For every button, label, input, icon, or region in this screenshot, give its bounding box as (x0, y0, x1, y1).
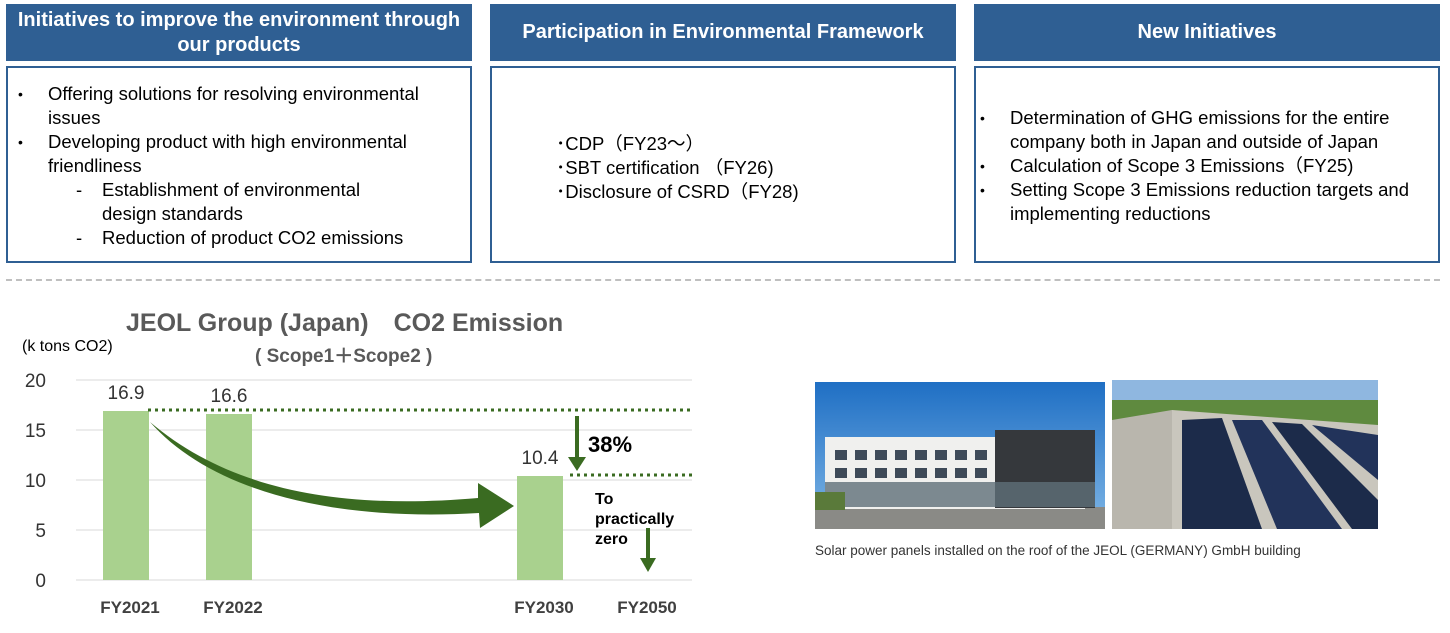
zero-arrow-head (640, 558, 656, 572)
list-item: ･CDP（FY23～） (556, 133, 705, 154)
bar (517, 476, 563, 580)
target-label: To (595, 491, 614, 508)
y-tick-label: 5 (35, 521, 46, 542)
section-divider (6, 279, 1440, 281)
y-tick-label: 0 (35, 571, 46, 592)
y-tick-label: 20 (25, 371, 46, 392)
y-tick-label: 15 (25, 421, 46, 442)
data-label: 16.6 (211, 386, 248, 407)
y-axis-label: (k tons CO2) (22, 338, 113, 355)
x-tick-label: FY2030 (514, 598, 574, 617)
reduction-percent-label: 38% (588, 432, 632, 457)
x-tick-label: FY2050 (617, 598, 677, 617)
panel-body-new-initiatives: Determination of GHG emissions for the e… (974, 66, 1440, 263)
list-item: ･Disclosure of CSRD（FY28) (556, 181, 799, 202)
data-label: 10.4 (522, 448, 559, 469)
list-item: Setting Scope 3 Emissions reduction targ… (976, 178, 1432, 226)
target-label: practically (595, 511, 674, 528)
photo-caption: Solar power panels installed on the roof… (815, 543, 1301, 558)
chart-subtitle: ( Scope1＋Scope2 ) (255, 346, 433, 367)
list-item: Calculation of Scope 3 Emissions（FY25) (976, 154, 1432, 178)
data-label: 16.9 (108, 383, 145, 404)
bar (206, 414, 252, 580)
chart-title: JEOL Group (Japan) CO2 Emission (126, 309, 564, 337)
bar (103, 411, 149, 580)
list-item-sub: Reduction of product CO2 emissions (14, 226, 464, 250)
x-tick-label: FY2021 (100, 598, 160, 617)
down-arrow-head (568, 457, 586, 471)
y-tick-label: 10 (25, 471, 46, 492)
x-tick-label: FY2022 (203, 598, 263, 617)
reduction-arrow (150, 422, 514, 528)
jeol-germany-building-photo (815, 382, 1105, 529)
target-label: zero (595, 531, 628, 548)
list-item-sub: Establishment of environmental design st… (14, 178, 464, 226)
list-item: Offering solutions for resolving environ… (14, 82, 464, 130)
panel-header-products: Initiatives to improve the environment t… (6, 4, 472, 61)
panel-header-framework: Participation in Environmental Framework (490, 4, 956, 61)
panel-body-products: Offering solutions for resolving environ… (6, 66, 472, 263)
rooftop-solar-panels-photo (1112, 380, 1378, 529)
list-item: ･SBT certification （FY26) (556, 157, 774, 178)
panel-header-new-initiatives: New Initiatives (974, 4, 1440, 61)
panel-body-framework: ･CDP（FY23～） ･SBT certification （FY26) ･D… (490, 66, 956, 263)
list-item: Developing product with high environment… (14, 130, 464, 178)
list-item: Determination of GHG emissions for the e… (976, 106, 1432, 154)
